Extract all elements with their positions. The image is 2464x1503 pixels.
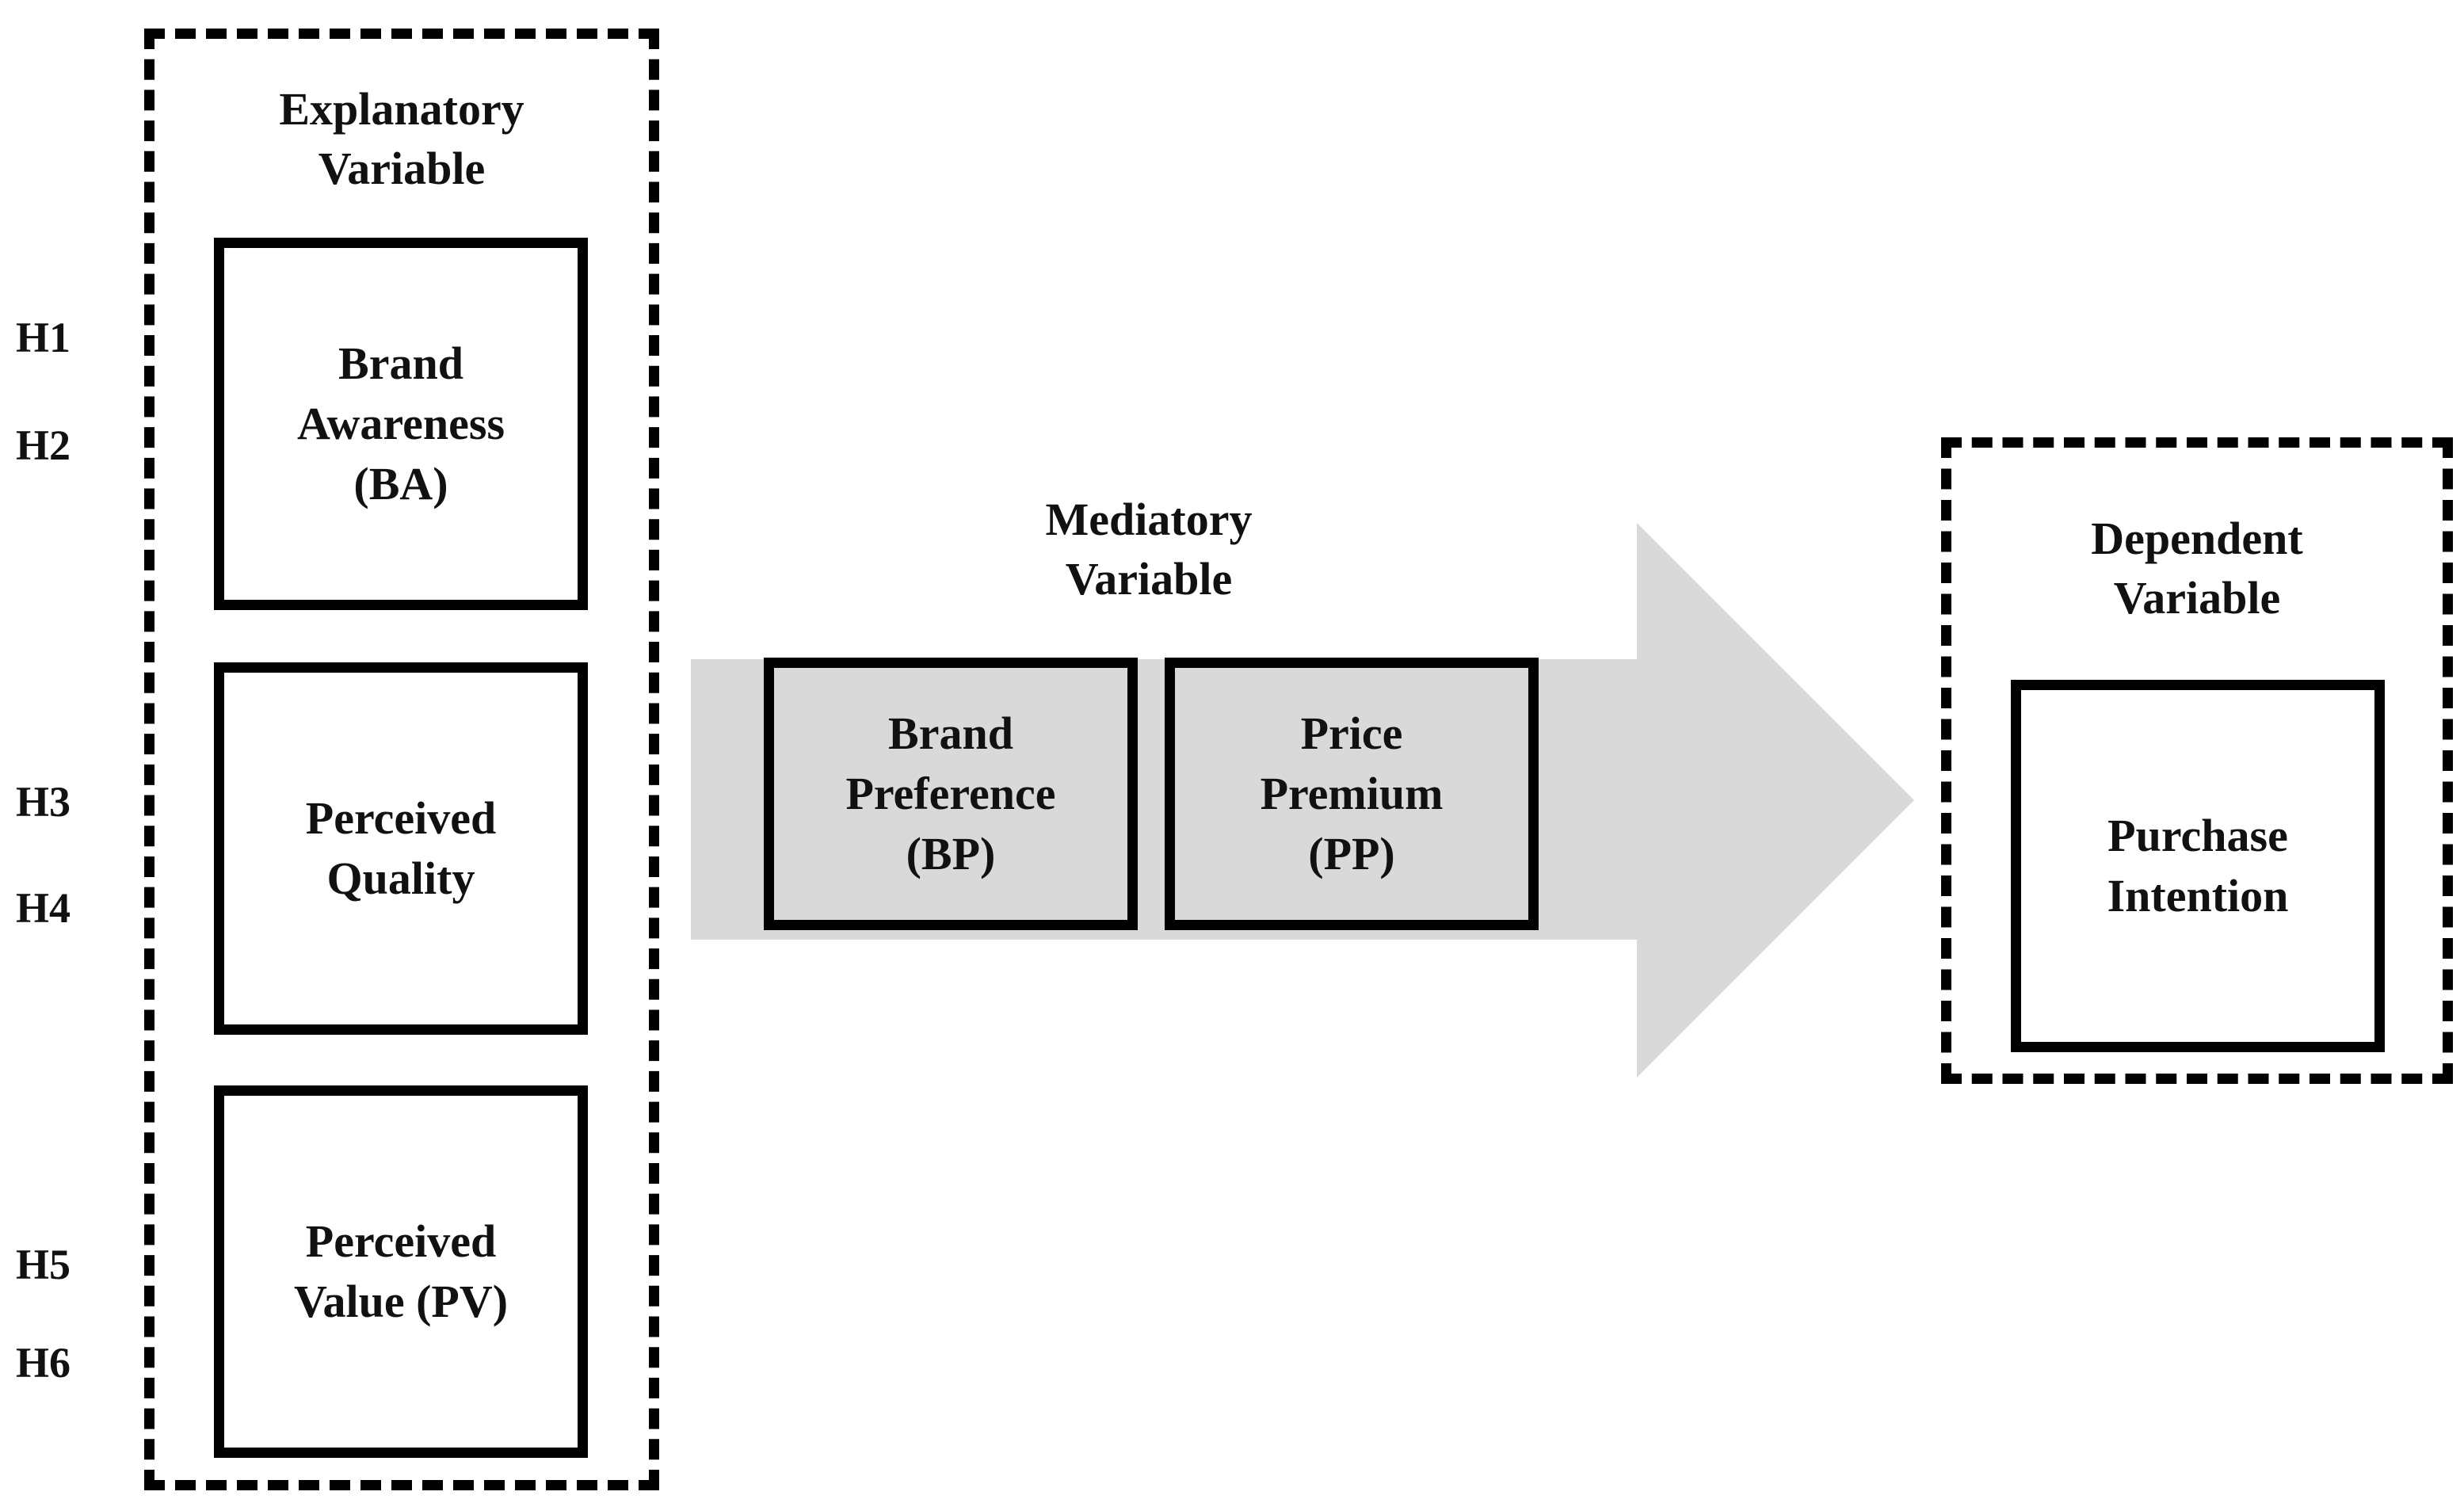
brand-preference-line3: (BP) bbox=[906, 828, 996, 879]
purchase-intention-line1: Purchase bbox=[2107, 810, 2288, 861]
dependent-title-line1: Dependent bbox=[2091, 513, 2303, 564]
perceived-value-line2: Value (PV) bbox=[293, 1276, 509, 1327]
mediatory-title-line1: Mediatory bbox=[1045, 494, 1253, 545]
brand-awareness-line1: Brand bbox=[338, 338, 463, 389]
dependent-title: Dependent Variable bbox=[1941, 509, 2453, 628]
price-premium-line3: (PP) bbox=[1308, 828, 1395, 879]
explanatory-group-frame bbox=[144, 29, 659, 1490]
brand-preference-line1: Brand bbox=[888, 708, 1013, 759]
perceived-quality-line2: Quality bbox=[326, 853, 475, 904]
perceived-value-box: Perceived Value (PV) bbox=[214, 1085, 588, 1458]
brand-preference-line2: Preference bbox=[845, 768, 1056, 819]
brand-preference-box: Brand Preference (BP) bbox=[764, 658, 1138, 930]
mediatory-title-line2: Variable bbox=[1065, 553, 1233, 605]
explanatory-title-line1: Explanatory bbox=[279, 83, 524, 135]
hypothesis-label-h5: H5 bbox=[16, 1241, 71, 1288]
hypothesis-label-h1: H1 bbox=[16, 314, 71, 361]
perceived-quality-box: Perceived Quality bbox=[214, 662, 588, 1035]
dependent-title-line2: Variable bbox=[2113, 572, 2281, 624]
hypothesis-label-h6: H6 bbox=[16, 1339, 71, 1387]
hypothesis-label-h4: H4 bbox=[16, 884, 71, 932]
price-premium-line1: Price bbox=[1300, 708, 1403, 759]
hypothesis-label-h3: H3 bbox=[16, 778, 71, 826]
dependent-group-frame bbox=[1941, 437, 2453, 1084]
brand-awareness-line3: (BA) bbox=[353, 458, 448, 509]
brand-awareness-box: Brand Awareness (BA) bbox=[214, 238, 588, 610]
explanatory-title-line2: Variable bbox=[318, 143, 486, 194]
price-premium-box: Price Premium (PP) bbox=[1165, 658, 1539, 930]
price-premium-line2: Premium bbox=[1260, 768, 1444, 819]
purchase-intention-line2: Intention bbox=[2107, 870, 2289, 921]
purchase-intention-box: Purchase Intention bbox=[2011, 680, 2385, 1052]
explanatory-title: Explanatory Variable bbox=[144, 79, 659, 198]
perceived-quality-line1: Perceived bbox=[305, 792, 497, 844]
hypothesis-label-h2: H2 bbox=[16, 422, 71, 469]
mediatory-title: Mediatory Variable bbox=[919, 490, 1379, 608]
brand-awareness-line2: Awareness bbox=[296, 398, 505, 449]
perceived-value-line1: Perceived bbox=[305, 1215, 497, 1267]
